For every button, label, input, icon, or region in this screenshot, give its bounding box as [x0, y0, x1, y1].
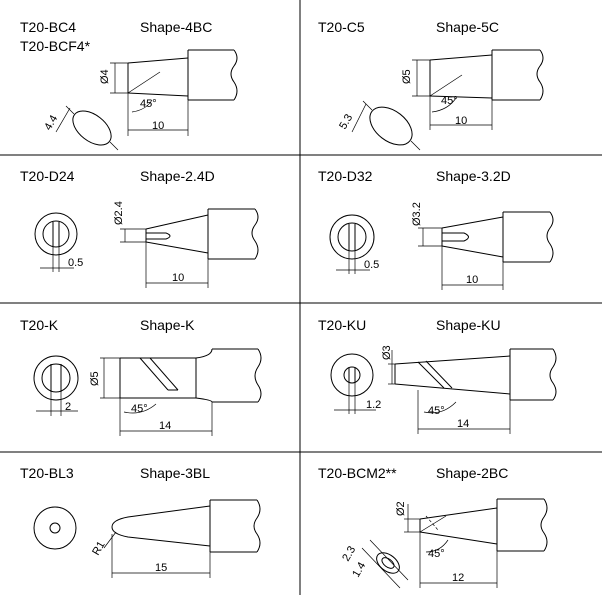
dimension-annotations: 0.5 Ø2.4 10: [40, 201, 209, 288]
tip-drawing: [33, 348, 262, 403]
tip-shape: Shape-3.2D: [436, 168, 511, 184]
length-label: 10: [152, 120, 164, 132]
angle-label: 45°: [131, 403, 148, 415]
diameter-label: Ø4: [99, 69, 111, 84]
tip-model: T20-BCM2**: [318, 465, 397, 481]
length-label: 15: [155, 562, 167, 574]
diameter-label: Ø5: [89, 371, 101, 386]
diameter-label: Ø2: [395, 501, 407, 516]
tip-shape: Shape-2.4D: [140, 168, 215, 184]
tip-model-alt: T20-BCF4*: [20, 38, 91, 54]
tip-drawing: [330, 348, 557, 401]
dimension-annotations: R1 15: [90, 531, 211, 578]
angle-label: 45°: [441, 95, 458, 107]
diameter-label: Ø3.2: [411, 202, 423, 226]
length-label: 12: [452, 572, 464, 584]
length-label: 14: [159, 420, 171, 432]
dimension-annotations: 2 Ø5 45° 14: [36, 357, 213, 436]
width-label: 1.2: [366, 399, 381, 411]
tip-drawing: [351, 49, 544, 151]
tip-shape: Shape-5C: [436, 19, 499, 35]
tip-cell-d24: T20-D24 Shape-2.4D 0.5 Ø2.4: [20, 168, 259, 288]
tip-cell-c5: T20-C5 Shape-5C Ø5 10 45°: [318, 19, 544, 151]
tip-cell-bc4: T20-BC4 T20-BCF4* Shape-4BC Ø4: [20, 19, 238, 151]
bevel-label: 5.3: [337, 112, 355, 131]
thickness-label: 0.5: [364, 259, 379, 271]
tip-model: T20-BC4: [20, 19, 76, 35]
dimension-annotations: 1.2 Ø3 45° 14: [334, 345, 511, 434]
dimension-annotations: Ø5 10 45° 5.3: [337, 59, 493, 132]
tip-cell-d32: T20-D32 Shape-3.2D 0.5 Ø3.2: [318, 168, 554, 290]
length-label: 10: [455, 115, 467, 127]
dimension-annotations: Ø2 45° 2.3 1.4 12: [340, 501, 498, 588]
tip-shape: Shape-2BC: [436, 465, 508, 481]
tip-cell-ku: T20-KU Shape-KU 1.2 Ø3: [318, 317, 557, 434]
tip-cell-bl3: T20-BL3 Shape-3BL R1 15: [20, 465, 261, 578]
tip-model: T20-D32: [318, 168, 373, 184]
length-label: 14: [457, 418, 469, 430]
diameter-label: Ø2.4: [113, 201, 125, 225]
dimension-annotations: 0.5 Ø3.2 10: [336, 202, 504, 290]
tip-model: T20-BL3: [20, 465, 74, 481]
diameter-label: Ø3: [381, 345, 393, 360]
angle-label: 45°: [140, 98, 157, 110]
tip-shape: Shape-3BL: [140, 465, 210, 481]
tip-drawing: [329, 211, 554, 263]
angle-label: 45°: [428, 405, 445, 417]
thickness-label: 0.5: [68, 257, 83, 269]
bevel-inner-label: 1.4: [350, 560, 368, 579]
radius-label: R1: [90, 539, 107, 557]
bevel-outer-label: 2.3: [340, 544, 358, 563]
tip-shape: Shape-KU: [436, 317, 501, 333]
diameter-label: Ø5: [401, 69, 413, 84]
tip-model: T20-K: [20, 317, 59, 333]
angle-label: 45°: [428, 548, 445, 560]
length-label: 10: [466, 274, 478, 286]
width-label: 2: [65, 401, 71, 413]
tip-shape: Shape-4BC: [140, 19, 212, 35]
tip-drawing: [55, 49, 238, 151]
tip-shape: Shape-K: [140, 317, 195, 333]
tip-cell-bcm2: T20-BCM2** Shape-2BC Ø2 45° 2.3 1.4: [318, 465, 548, 589]
length-label: 10: [172, 272, 184, 284]
tip-model: T20-KU: [318, 317, 366, 333]
tip-cell-k: T20-K Shape-K 2 Ø5: [20, 317, 262, 436]
tip-model: T20-D24: [20, 168, 75, 184]
dimension-annotations: Ø4 10 45° 4.4: [42, 62, 189, 136]
tip-drawing: [33, 499, 261, 553]
tip-model: T20-C5: [318, 19, 365, 35]
tip-drawing: [361, 498, 548, 589]
tip-drawing: [34, 208, 259, 260]
